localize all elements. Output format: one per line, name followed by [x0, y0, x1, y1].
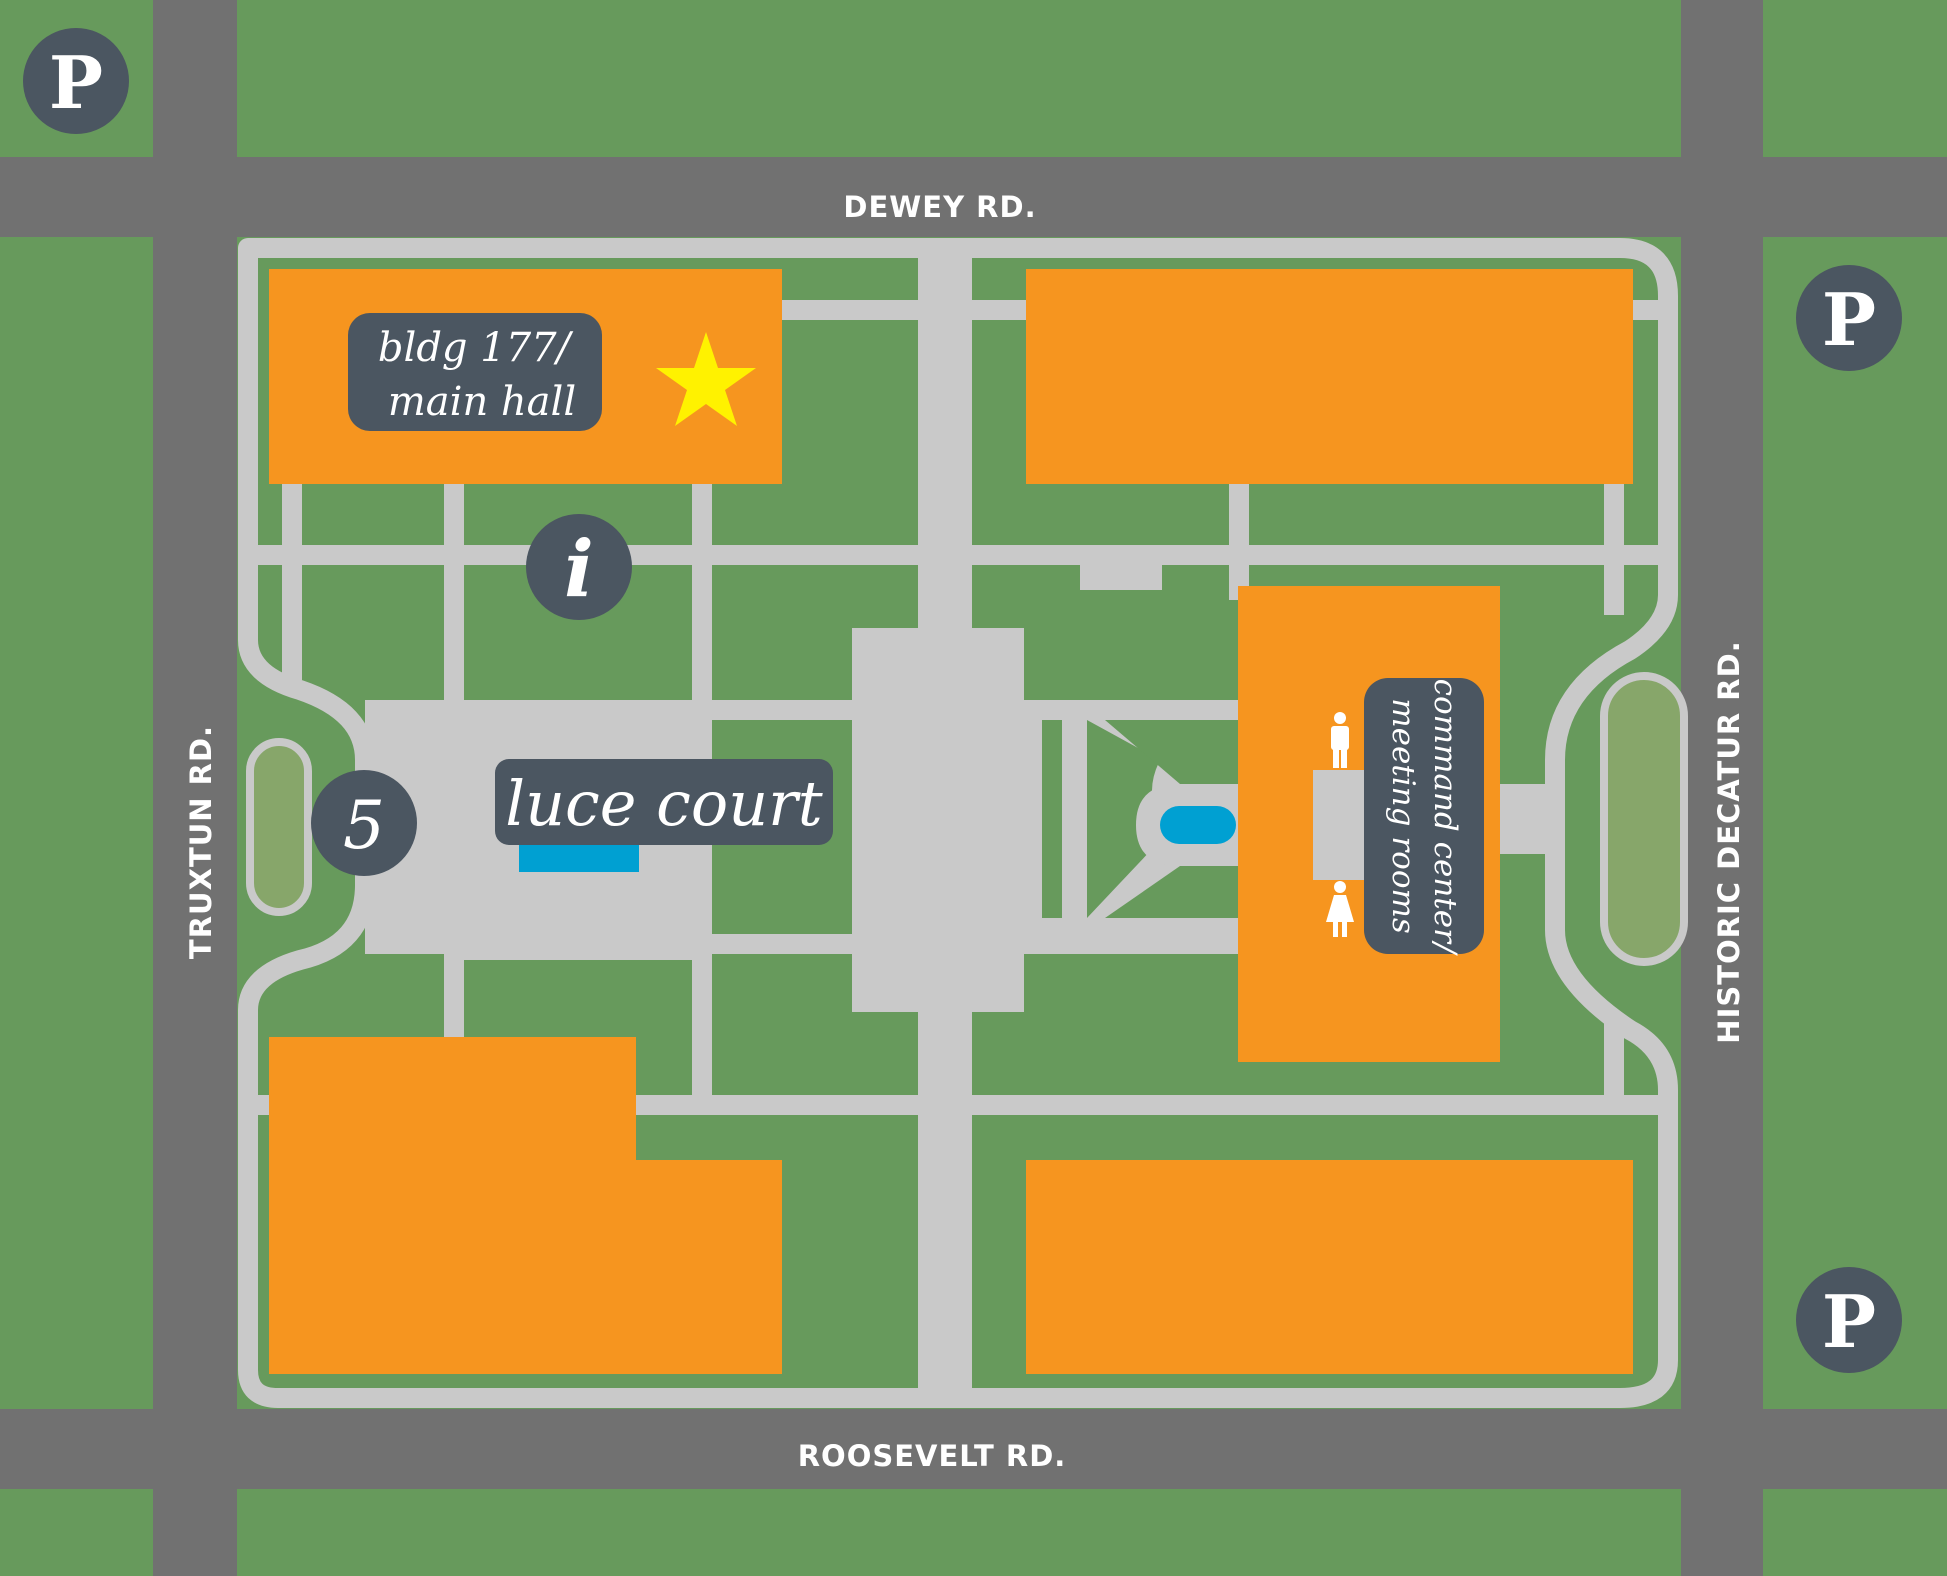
parking-marker-label: P [49, 40, 103, 125]
fountain-water [1160, 806, 1236, 844]
building-northeast[interactable] [1026, 269, 1633, 484]
west-median [246, 738, 312, 916]
parking-marker-label: P [1822, 1279, 1876, 1364]
parking-marker-east[interactable]: P [1796, 265, 1902, 371]
main-hall-label-bg [348, 313, 602, 431]
restroom-gap [1313, 770, 1367, 880]
main-hall-label-line2: main hall [388, 379, 576, 425]
perimeter-path [238, 238, 1678, 1408]
truxtun-road [153, 0, 237, 1576]
parking-icon [1796, 265, 1902, 371]
walkways [238, 238, 1678, 1408]
mens-restroom-icon [1331, 712, 1349, 768]
path-v1 [282, 480, 302, 680]
command-center-label-line1: command center/ [1427, 679, 1463, 956]
path-v4 [1229, 480, 1249, 600]
dewey-road [0, 157, 1947, 237]
fountain-lawn-strip [1042, 720, 1062, 918]
road-label-dewey: DEWEY RD. [843, 190, 1036, 224]
info-marker-label: i [564, 524, 594, 615]
gate-5-label: 5 [343, 787, 385, 864]
main-hall-label[interactable]: bldg 177/ main hall [348, 313, 602, 431]
road-label-truxtun: TRUXTUN RD. [184, 725, 218, 959]
path-notch [1080, 545, 1162, 590]
building-southwest[interactable] [269, 1037, 782, 1374]
command-center-label-line2: meeting rooms [1385, 698, 1421, 934]
path-v6 [1604, 1020, 1624, 1110]
star-icon [656, 332, 756, 426]
decatur-road [1681, 0, 1763, 1576]
path-east-connector [1500, 784, 1560, 854]
parking-marker-southeast[interactable]: P [1796, 1267, 1902, 1373]
luce-court-label-bg [495, 759, 833, 845]
building-southeast[interactable] [1026, 1160, 1633, 1374]
gate-5-icon [311, 770, 417, 876]
road-label-roosevelt: ROOSEVELT RD. [798, 1439, 1067, 1473]
fountain-lawn-left [1087, 720, 1170, 918]
east-median [1600, 672, 1688, 966]
central-plaza [852, 628, 1024, 1012]
main-hall-label-line1: bldg 177/ [378, 325, 574, 371]
roosevelt-road [0, 1409, 1947, 1489]
parking-marker-label: P [1822, 277, 1876, 362]
luce-court-water-feature [519, 844, 639, 872]
parking-icon [23, 28, 129, 134]
road-label-decatur: HISTORIC DECATUR RD. [1712, 640, 1746, 1043]
command-center-label-bg [1364, 678, 1484, 954]
info-marker[interactable]: i [526, 514, 632, 620]
path-v5 [1604, 480, 1624, 615]
luce-court-label[interactable]: luce court [495, 759, 833, 845]
luce-court-label-text: luce court [505, 767, 823, 840]
womens-restroom-icon [1326, 881, 1354, 937]
parking-icon [1796, 1267, 1902, 1373]
command-center-label[interactable]: command center/ meeting rooms [1364, 678, 1484, 956]
info-icon [526, 514, 632, 620]
parking-marker-northwest[interactable]: P [23, 28, 129, 134]
gate-5-marker[interactable]: 5 [311, 770, 417, 876]
